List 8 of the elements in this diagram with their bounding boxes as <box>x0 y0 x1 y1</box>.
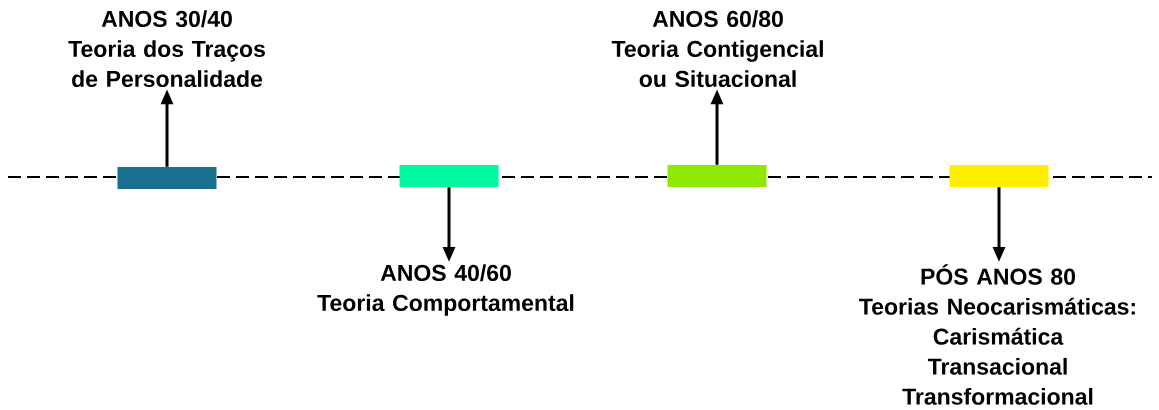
timeline-bar <box>117 167 217 189</box>
timeline-label: PÓS ANOS 80 Teorias Neocarismáticas: Carismática Transacional Transformacional <box>859 264 1135 405</box>
timeline-label: ANOS 60/80 Teoria Contigencial ou Situacional <box>611 10 823 88</box>
timeline-label: ANOS 40/60 Teoria Comportamental <box>317 264 574 316</box>
timeline-bar <box>667 165 767 187</box>
timeline-bar <box>399 165 499 187</box>
timeline-label: ANOS 30/40 Teoria dos Traços de Personalidade <box>68 10 265 88</box>
timeline-bar <box>949 165 1049 187</box>
